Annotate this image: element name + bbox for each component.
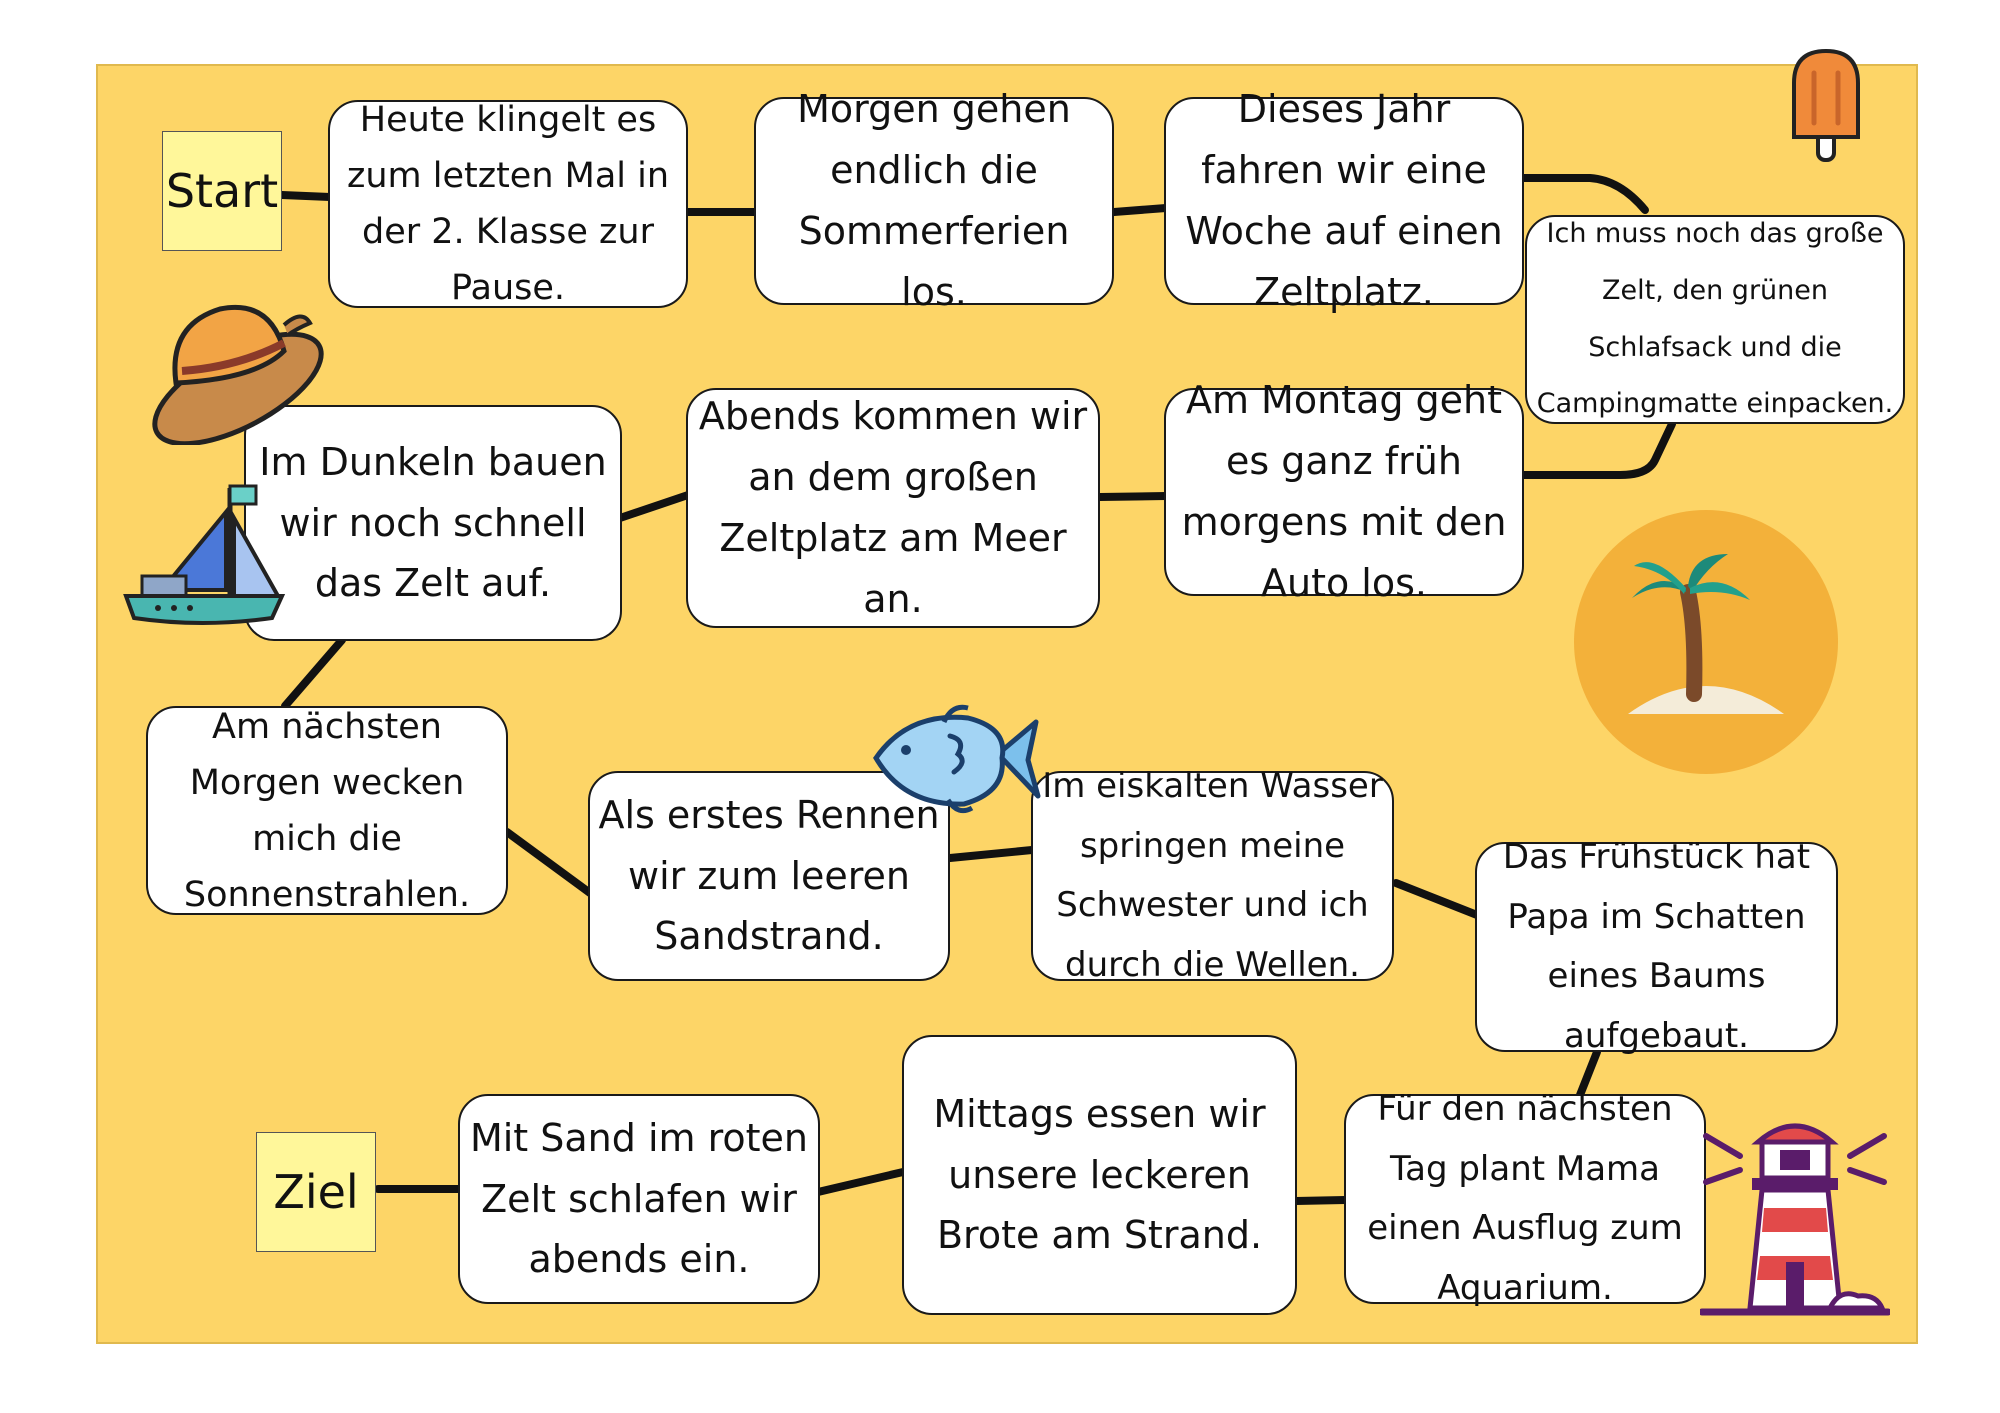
lighthouse-icon [1700, 1123, 1890, 1316]
fish-icon [873, 704, 1041, 814]
board-card-7: Im Dunkeln bauen wir noch schnell das Ze… [244, 405, 622, 641]
sailboat-icon [123, 484, 286, 625]
board-card-3: Dieses Jahr fahren wir eine Woche auf ei… [1164, 87, 1524, 314]
goal-label: Ziel [256, 1132, 376, 1252]
board-card-12: Für den nächsten Tag plant Mama einen Au… [1344, 1089, 1706, 1308]
popsicle-icon [1792, 48, 1860, 162]
board-card-2: Morgen gehen endlich die Sommerferien lo… [754, 87, 1114, 314]
sun-hat-icon [152, 304, 324, 445]
board-card-1: Heute klingelt es zum letzten Mal in der… [328, 100, 688, 308]
board-card-11: Das Frühstück hat Papa im Schatten eines… [1475, 837, 1838, 1056]
palm-island-icon [1574, 510, 1838, 774]
board-card-5: Am Montag geht es ganz früh morgens mit … [1164, 378, 1524, 605]
board-card-8: Am nächsten Morgen wecken mich die Sonne… [146, 706, 508, 915]
board-card-13: Mittags essen wir unsere leckeren Brote … [902, 1035, 1297, 1315]
board-card-9: Als erstes Rennen wir zum leeren Sandstr… [588, 771, 950, 981]
board-card-10: Im eiskalten Wasser springen meine Schwe… [1031, 766, 1394, 985]
board-card-6: Abends kommen wir an dem großen Zeltplat… [686, 388, 1100, 628]
board-card-14: Mit Sand im roten Zelt schlafen wir aben… [458, 1094, 820, 1304]
start-label: Start [162, 131, 282, 251]
board-card-4: Ich muss noch das große Zelt, den grünen… [1525, 215, 1905, 424]
